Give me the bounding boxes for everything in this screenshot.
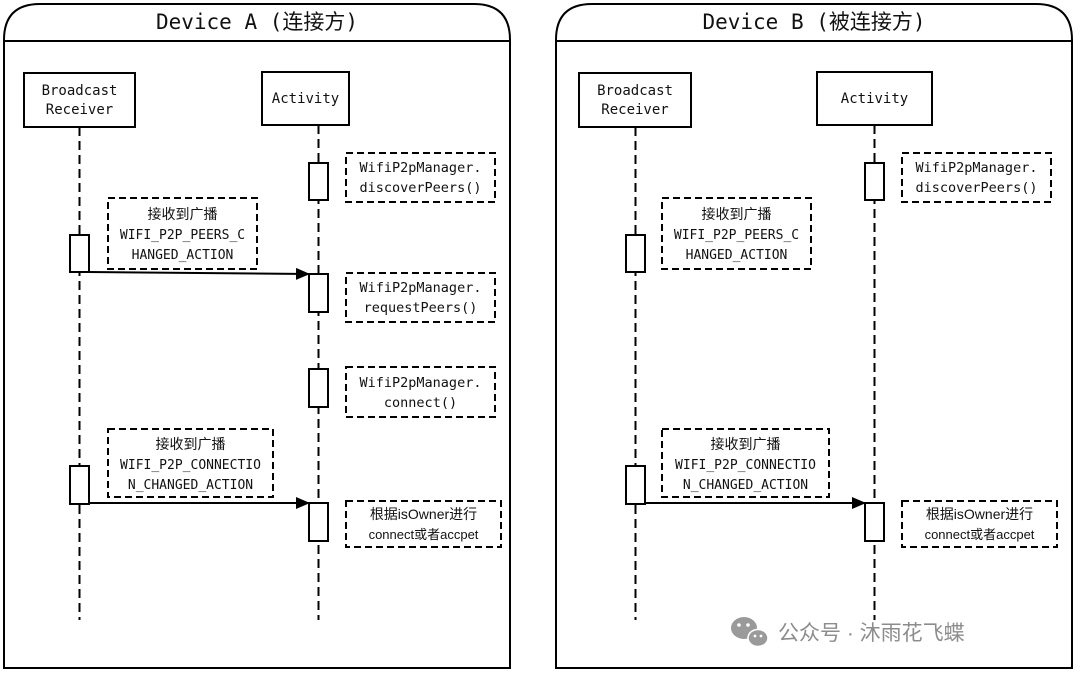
device-b-note-peers-2: WIFI_P2P_PEERS_C — [674, 228, 799, 243]
device-b-note-conn-3: N_CHANGED_ACTION — [683, 478, 808, 493]
device-a-note-peers-1: 接收到广播 — [148, 206, 218, 222]
device-b-note-conn-2: WIFI_P2P_CONNECTIO — [675, 458, 816, 473]
device-a-frame — [3, 3, 511, 669]
device-a-note-discover-2: discoverPeers() — [360, 180, 482, 196]
device-b-note-peers-1: 接收到广播 — [702, 206, 772, 222]
device-a-note-peers — [107, 197, 258, 270]
device-a-note-owner-2: connect或者accpet — [369, 527, 479, 542]
device-b-receiver-label-2: Receiver — [601, 102, 668, 118]
device-a-receiver-label-1: Broadcast — [42, 83, 118, 99]
device-a-note-owner-1: 根据isOwner进行 — [370, 506, 477, 522]
device-a-activation-request — [308, 273, 329, 313]
device-a-note-request-1: WifiP2pManager. — [360, 280, 482, 296]
device-b-frame — [555, 3, 1073, 669]
device-b-activity-label: Activity — [841, 91, 908, 107]
device-b-activation-peers — [625, 234, 646, 273]
device-a-note-conn-2: WIFI_P2P_CONNECTIO — [120, 458, 261, 473]
device-a-activation-peers — [69, 234, 90, 273]
device-a-note-request-2: requestPeers() — [364, 300, 478, 316]
device-a-note-connect — [345, 366, 496, 418]
device-a-note-peers-3: HANGED_ACTION — [132, 248, 234, 263]
device-a-note-peers-2: WIFI_P2P_PEERS_C — [120, 228, 245, 243]
device-a-note-connect-1: WifiP2pManager. — [360, 375, 482, 391]
device-b-activation-owner — [864, 502, 885, 542]
device-b-note-owner — [901, 500, 1058, 548]
device-a-receiver-label-2: Receiver — [46, 102, 113, 118]
watermark: 公众号 · 沐雨花飞蝶 — [731, 617, 965, 648]
device-b-note-conn — [661, 428, 830, 498]
device-a-activity-header — [261, 71, 350, 126]
device-a-panel: Device A (连接方) Broadcast Receiver Activi… — [3, 3, 511, 669]
device-a-note-request — [345, 272, 496, 323]
device-a-note-discover — [345, 152, 496, 203]
device-b-note-owner-1: 根据isOwner进行 — [926, 506, 1033, 522]
device-a-title: Device A (连接方) — [156, 10, 358, 34]
device-b-note-discover — [901, 152, 1052, 203]
device-a-note-discover-1: WifiP2pManager. — [360, 160, 482, 176]
device-b-note-discover-1: WifiP2pManager. — [916, 160, 1038, 176]
device-a-activation-owner — [308, 502, 329, 542]
device-b-title: Device B (被连接方) — [702, 10, 925, 34]
device-a-note-conn-1: 接收到广播 — [156, 436, 226, 452]
device-b-activation-conn — [625, 465, 646, 505]
device-a-note-connect-2: connect() — [384, 395, 457, 411]
device-a-activation-discover — [308, 162, 329, 201]
device-a-note-conn-3: N_CHANGED_ACTION — [128, 478, 253, 493]
device-a-note-owner — [345, 500, 502, 548]
wechat-icon — [731, 617, 769, 648]
device-a-receiver-header — [23, 72, 136, 128]
device-b-note-owner-2: connect或者accpet — [925, 527, 1035, 542]
device-a-note-conn — [107, 428, 274, 498]
device-b-note-peers — [661, 197, 812, 270]
device-b-activation-discover — [864, 162, 885, 201]
device-b-note-conn-1: 接收到广播 — [711, 436, 781, 452]
device-b-receiver-header — [578, 72, 692, 128]
device-b-panel: Device B (被连接方) Broadcast Receiver Activ… — [555, 3, 1073, 669]
device-a-activation-conn — [69, 465, 90, 505]
device-a-activity-label: Activity — [272, 91, 339, 107]
device-a-arrow-peers — [88, 267, 310, 280]
device-a-activation-connect — [308, 368, 329, 408]
device-b-note-peers-3: HANGED_ACTION — [686, 248, 788, 263]
device-b-note-discover-2: discoverPeers() — [916, 180, 1038, 196]
device-b-receiver-label-1: Broadcast — [597, 83, 673, 99]
watermark-text: 公众号 · 沐雨花飞蝶 — [778, 622, 965, 645]
